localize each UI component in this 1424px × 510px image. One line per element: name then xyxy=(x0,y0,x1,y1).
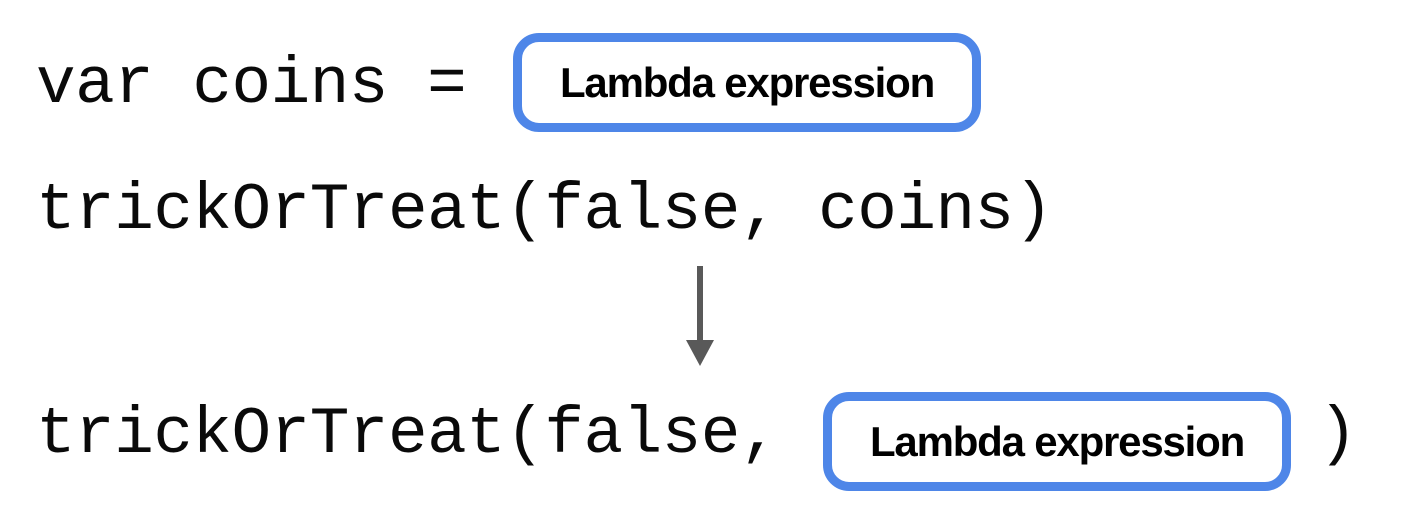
arrow-down-icon xyxy=(686,266,714,366)
code-line-declaration: var coins = xyxy=(36,47,506,122)
code-line-call-with-variable: trickOrTreat(false, coins) xyxy=(36,173,1053,248)
lambda-expression-placeholder-box-1[interactable]: Lambda expression xyxy=(513,33,981,132)
arrow-head xyxy=(686,340,714,366)
code-closing-paren: ) xyxy=(1318,397,1358,472)
lambda-expression-label-1: Lambda expression xyxy=(559,58,935,106)
lambda-expression-placeholder-box-2[interactable]: Lambda expression xyxy=(823,392,1291,491)
lambda-expression-label-2: Lambda expression xyxy=(869,417,1245,465)
code-line-call-with-inlined-lambda: trickOrTreat(false, xyxy=(36,397,819,472)
